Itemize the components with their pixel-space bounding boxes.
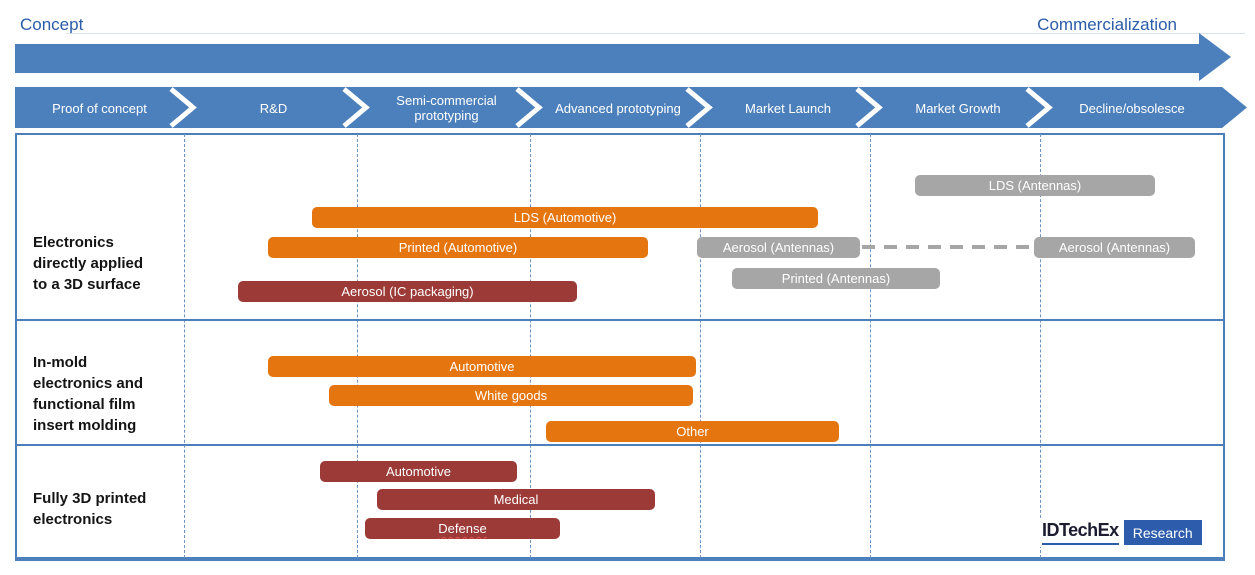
stage-gridline: [530, 134, 531, 558]
stage-band-shape: [15, 87, 1247, 128]
chevron-separator-icon: [169, 87, 197, 128]
stage-gridline: [184, 134, 185, 558]
row-label-line: directly applied: [33, 255, 144, 272]
commercialization-arrow-icon: [15, 33, 1231, 81]
stage-market-growth: Market Growth: [915, 100, 1001, 116]
row-label-line: electronics: [33, 511, 113, 528]
stage-proof-of-concept: Proof of concept: [52, 100, 147, 116]
idtechex-logo: IDTechEx Research: [1038, 518, 1202, 547]
concept-label: Concept: [20, 15, 84, 34]
stage-decline-obsolesce: Decline/obsolesce: [1079, 100, 1185, 116]
chevron-separator-icon: [515, 87, 543, 128]
chevron-separator-icon: [1025, 87, 1053, 128]
chart-frame: [15, 133, 1225, 561]
chevron-separator-icon: [342, 87, 370, 128]
row-label-line: Fully 3D printed: [33, 490, 147, 507]
chevron-separator-icon: [685, 87, 713, 128]
row-separator: [17, 444, 1223, 446]
stage-rd: R&D: [259, 100, 288, 116]
stage-advanced-prototyping: Advanced prototyping: [555, 100, 681, 116]
row-label-line: electronics and: [33, 375, 144, 392]
stage-gridline: [1040, 134, 1041, 558]
row-label-in-mold: In-mold electronics and functional film …: [33, 352, 143, 436]
row-label-line: Electronics: [33, 234, 114, 251]
row-label-line: to a 3D surface: [33, 276, 141, 293]
stage-chevron-band: [15, 87, 1247, 128]
stage-gridline: [357, 134, 358, 558]
header-rule: [66, 33, 1245, 34]
stage-market-launch: Market Launch: [745, 100, 831, 116]
row-separator: [17, 319, 1223, 321]
row-label-line: In-mold: [33, 354, 88, 371]
commercialization-label: Commercialization: [1037, 15, 1177, 34]
chevron-separator-icon: [855, 87, 883, 128]
row-label-line: functional film: [33, 396, 136, 413]
row-label-line: insert molding: [33, 417, 137, 434]
stage-gridline: [700, 134, 701, 558]
row-label-fully-3d-printed: Fully 3D printed electronics: [33, 488, 146, 530]
idtechex-logo-text: IDTechEx: [1042, 520, 1119, 545]
stage-gridline: [870, 134, 871, 558]
stage-semi-commercial-prototyping: Semi-commercial prototyping: [396, 93, 497, 123]
idtechex-research-badge: Research: [1123, 520, 1202, 545]
row-label-3d-surface: Electronics directly applied to a 3D sur…: [33, 232, 143, 295]
